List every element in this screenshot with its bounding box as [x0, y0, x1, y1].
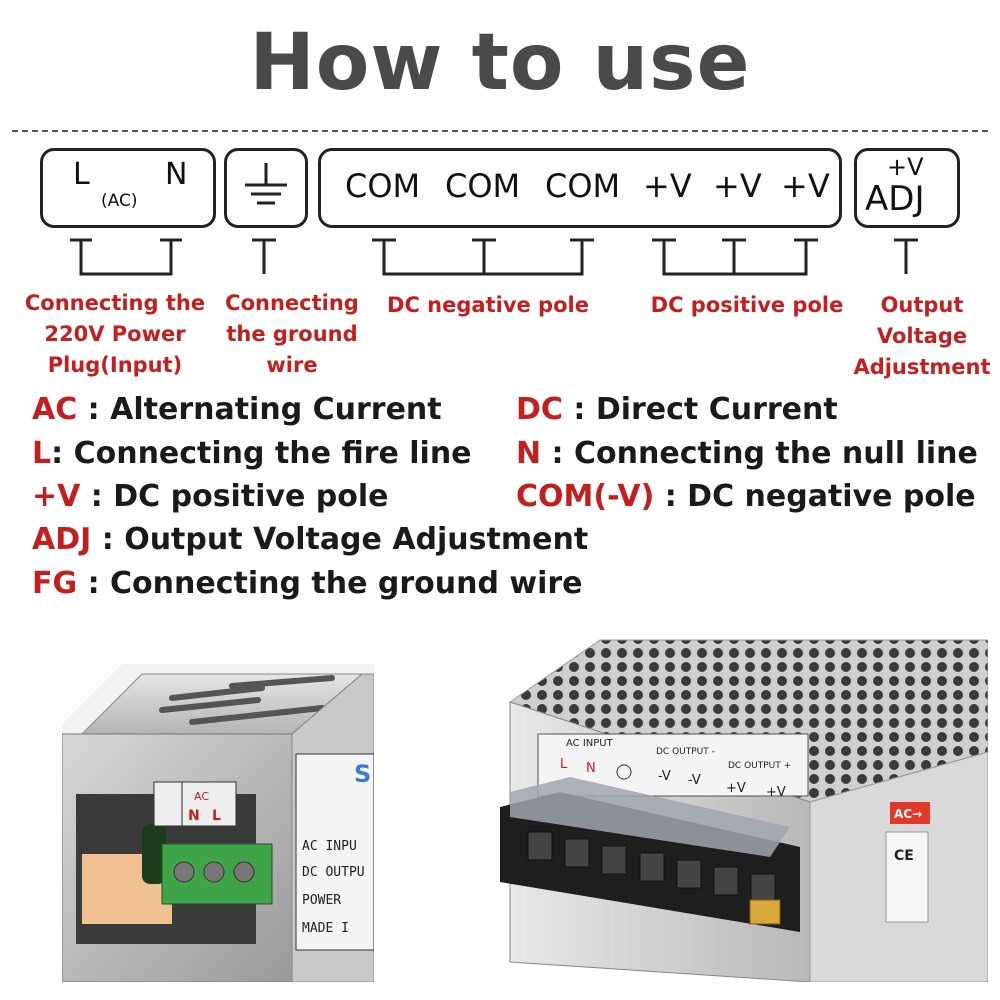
- right-photo-mv-2: -V: [688, 773, 701, 788]
- label-negative: DC negative pole: [387, 293, 589, 317]
- legend-com: COM(-V) : DC negative pole: [516, 479, 976, 514]
- legend-l: L: Connecting the fire line: [32, 436, 472, 471]
- ac-input-box: L N (AC): [40, 148, 216, 228]
- legend-n: N : Connecting the null line: [516, 436, 978, 471]
- legend-adj: ADJ : Output Voltage Adjustment: [32, 522, 589, 557]
- terminal-pv-3: +V: [781, 167, 830, 205]
- dashed-divider: [12, 130, 988, 132]
- label-input-line-3: Plug(Input): [47, 353, 183, 377]
- label-input: Connecting the 220V Power Plug(Input): [14, 288, 216, 381]
- left-photo-line-4: MADE I: [302, 921, 349, 936]
- label-ground-line-3: wire: [266, 353, 318, 377]
- page-title: How to use: [249, 18, 751, 108]
- label-input-line-2: 220V Power: [44, 322, 186, 346]
- adj-box: +V ADJ: [854, 148, 960, 228]
- terminal-adj-bottom: ADJ: [865, 179, 925, 219]
- terminal-com-2: COM: [445, 167, 521, 205]
- right-photo-pv-1: +V: [726, 781, 746, 796]
- ground-box: [224, 148, 308, 228]
- left-photo-brand: S: [354, 760, 371, 788]
- right-photo-dc-out-minus: DC OUTPUT -: [656, 747, 715, 757]
- label-adj-line-1: Output: [880, 293, 964, 317]
- terminal-adj-top: +V: [887, 153, 924, 181]
- terminal-com-3: COM: [545, 167, 621, 205]
- connection-brackets: [70, 238, 918, 276]
- right-photo-n: N: [586, 761, 596, 776]
- right-photo-l: L: [560, 757, 568, 772]
- right-photo-ac-tag: AC→: [894, 807, 922, 821]
- label-ground-line-2: the ground: [226, 322, 358, 346]
- left-photo-l: L: [212, 808, 221, 824]
- right-photo-ac-input: AC INPUT: [566, 738, 614, 749]
- terminal-pv-2: +V: [713, 167, 762, 205]
- legend-dc: DC : Direct Current: [516, 392, 838, 427]
- power-supply-photo-left: AC N L S AC INPU DC OUTPU POWER MADE I: [62, 664, 374, 982]
- right-photo-ce: CE: [894, 848, 914, 864]
- terminal-ac-label: (AC): [101, 191, 138, 211]
- ground-icon: [245, 163, 287, 205]
- label-adj-line-2: Voltage: [876, 324, 968, 348]
- power-supply-photo-right: AC INPUT L N DC OUTPUT - -V -V DC OUTPUT…: [500, 639, 988, 982]
- right-photo-pv-2: +V: [766, 785, 786, 800]
- label-positive: DC positive pole: [650, 293, 844, 317]
- label-ground-line-1: Connecting: [225, 291, 359, 315]
- right-photo-dc-out-plus: DC OUTPUT +: [728, 761, 791, 771]
- terminal-pv-1: +V: [643, 167, 692, 205]
- legend-fg: FG : Connecting the ground wire: [32, 566, 583, 601]
- right-photo-mv-1: -V: [658, 769, 671, 784]
- left-photo-line-2: DC OUTPU: [302, 865, 365, 880]
- terminal-n: N: [165, 157, 188, 192]
- left-photo-line-1: AC INPU: [302, 839, 357, 854]
- label-input-line-1: Connecting the: [24, 291, 206, 315]
- label-ground: Connecting the ground wire: [214, 288, 370, 381]
- legend-pv: +V : DC positive pole: [32, 479, 389, 514]
- output-box: COM COM COM +V +V +V: [318, 148, 842, 228]
- label-adj-line-3: Adjustment: [853, 355, 991, 379]
- left-photo-line-3: POWER: [302, 893, 341, 908]
- legend-ac: AC : Alternating Current: [32, 392, 442, 427]
- label-adj: Output Voltage Adjustment: [850, 290, 994, 383]
- right-photo-ground-icon: [616, 764, 632, 780]
- left-photo-n: N: [188, 808, 200, 824]
- terminal-com-1: COM: [345, 167, 421, 205]
- left-photo-ac: AC: [194, 790, 209, 803]
- terminal-l: L: [73, 157, 90, 192]
